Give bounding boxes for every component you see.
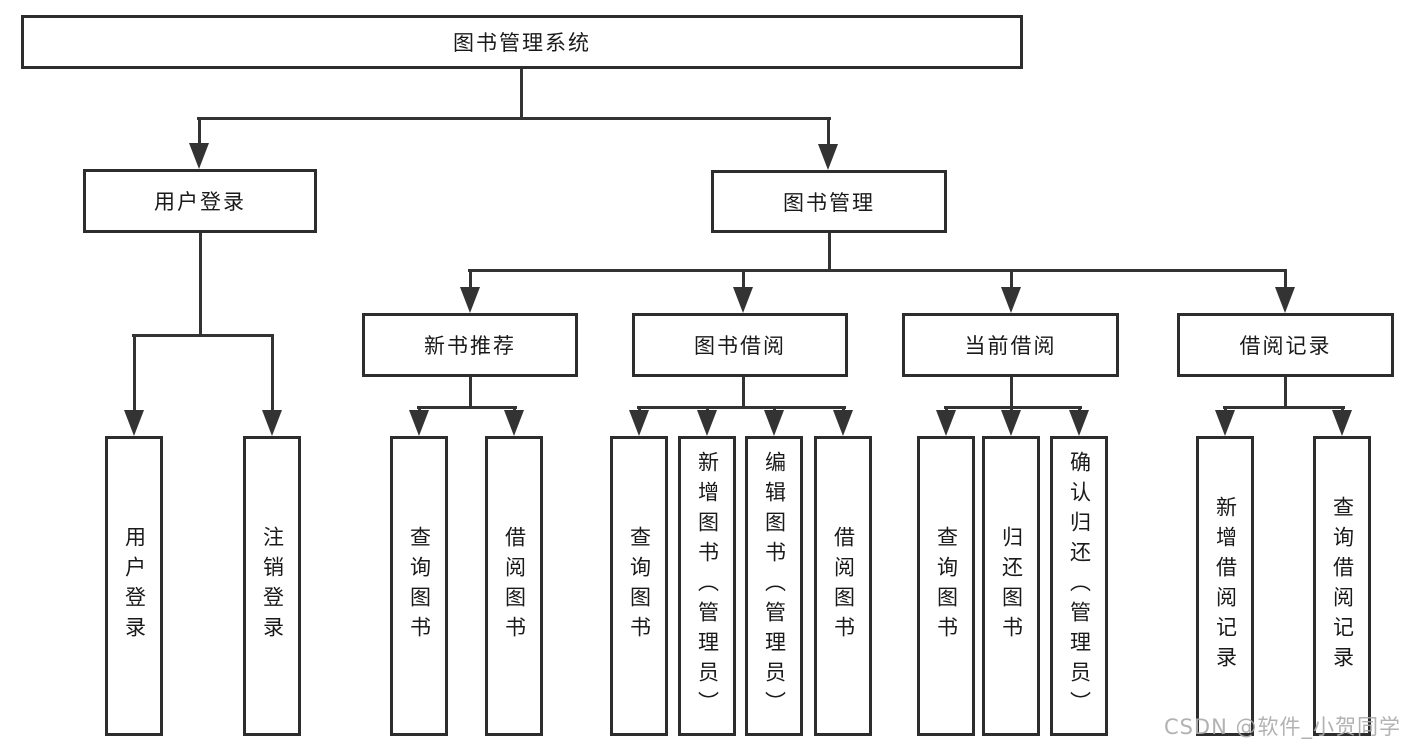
node-user-login: 用户登录 — [83, 169, 317, 233]
leaf-add-borrow-record: 新增借阅记录 — [1196, 436, 1254, 736]
connector-vertical — [742, 376, 745, 408]
leaf-add-book-admin: 新增图书（管理员） — [678, 436, 736, 736]
connector-vertical — [828, 232, 831, 271]
connector-vertical — [638, 406, 641, 412]
arrow-down-icon — [262, 410, 282, 436]
node-label: 借阅图书 — [831, 526, 856, 646]
connector-horizontal — [132, 334, 274, 337]
node-label: 当前借阅 — [964, 334, 1057, 358]
arrow-down-icon — [124, 410, 144, 436]
node-label: 新增图书（管理员） — [695, 451, 720, 721]
connector-horizontal — [1223, 406, 1345, 409]
node-label: 借阅图书 — [502, 526, 527, 646]
connector-vertical — [827, 117, 830, 145]
arrow-down-icon — [1069, 410, 1089, 436]
leaf-user-login: 用户登录 — [105, 436, 163, 736]
node-current-borrow: 当前借阅 — [902, 313, 1119, 377]
node-label: 查询借阅记录 — [1330, 496, 1355, 676]
leaf-query-books-newbook: 查询图书 — [390, 436, 448, 736]
leaf-edit-book-admin: 编辑图书（管理员） — [745, 436, 803, 736]
arrow-down-icon — [409, 410, 429, 436]
connector-vertical — [271, 334, 274, 410]
arrow-down-icon — [460, 287, 480, 313]
leaf-query-books-current: 查询图书 — [917, 436, 975, 736]
leaf-borrow-books-newbook: 借阅图书 — [485, 436, 543, 736]
connector-vertical — [469, 376, 472, 408]
connector-horizontal — [944, 406, 1082, 409]
arrow-down-icon — [818, 144, 838, 170]
connector-vertical — [1284, 376, 1287, 408]
connector-vertical — [773, 406, 776, 412]
node-root-system: 图书管理系统 — [21, 15, 1023, 69]
connector-horizontal — [637, 406, 846, 409]
node-label: 用户登录 — [122, 526, 147, 646]
arrow-down-icon — [1275, 287, 1295, 313]
connector-vertical — [1284, 269, 1287, 287]
node-book-borrow: 图书借阅 — [632, 313, 848, 377]
node-borrow-records: 借阅记录 — [1177, 313, 1394, 377]
node-label: 借阅记录 — [1239, 334, 1332, 358]
node-label: 查询图书 — [407, 526, 432, 646]
arrow-down-icon — [1001, 287, 1021, 313]
arrow-down-icon — [764, 410, 784, 436]
connector-vertical — [199, 232, 202, 336]
connector-vertical — [1224, 406, 1227, 412]
connector-vertical — [842, 406, 845, 412]
arrow-down-icon — [733, 287, 753, 313]
node-label: 查询图书 — [934, 526, 959, 646]
arrow-down-icon — [1001, 410, 1021, 436]
node-label: 查询图书 — [627, 526, 652, 646]
connector-vertical — [1078, 406, 1081, 412]
connector-vertical — [418, 406, 421, 412]
connector-vertical — [1010, 269, 1013, 287]
connector-vertical — [1341, 406, 1344, 412]
node-label: 编辑图书（管理员） — [762, 451, 787, 721]
connector-vertical — [706, 406, 709, 412]
connector-horizontal — [197, 117, 831, 120]
arrow-down-icon — [504, 410, 524, 436]
arrow-down-icon — [936, 410, 956, 436]
leaf-borrow-books-borrow: 借阅图书 — [814, 436, 872, 736]
leaf-confirm-return-admin: 确认归还（管理员） — [1050, 436, 1108, 736]
node-book-management: 图书管理 — [711, 170, 947, 233]
node-label: 图书管理 — [783, 190, 875, 215]
node-label: 注销登录 — [260, 526, 285, 646]
connector-horizontal — [417, 406, 517, 409]
node-label: 图书借阅 — [694, 334, 786, 358]
arrow-down-icon — [833, 410, 853, 436]
connector-vertical — [469, 269, 472, 287]
leaf-query-borrow-record: 查询借阅记录 — [1313, 436, 1371, 736]
node-label: 图书管理系统 — [453, 31, 591, 55]
connector-vertical — [198, 117, 201, 144]
connector-vertical — [945, 406, 948, 412]
arrow-down-icon — [189, 143, 209, 169]
connector-vertical — [742, 269, 745, 287]
connector-vertical — [513, 406, 516, 412]
arrow-down-icon — [697, 410, 717, 436]
node-new-book-recommend: 新书推荐 — [362, 313, 578, 377]
connector-horizontal — [468, 269, 1287, 272]
leaf-return-book: 归还图书 — [982, 436, 1040, 736]
node-label: 新增借阅记录 — [1213, 496, 1238, 676]
arrow-down-icon — [1215, 410, 1235, 436]
connector-vertical — [1010, 406, 1013, 412]
csdn-watermark: CSDN @软件_小贺同学 — [1163, 715, 1401, 739]
node-label: 用户登录 — [154, 190, 246, 214]
arrow-down-icon — [629, 410, 649, 436]
node-label: 新书推荐 — [424, 334, 516, 358]
connector-vertical — [1010, 376, 1013, 408]
leaf-query-books-borrow: 查询图书 — [610, 436, 668, 736]
connector-vertical — [133, 334, 136, 410]
node-label: 归还图书 — [999, 526, 1024, 646]
leaf-logout: 注销登录 — [243, 436, 301, 736]
node-label: 确认归还（管理员） — [1067, 451, 1092, 721]
arrow-down-icon — [1332, 410, 1352, 436]
connector-vertical — [520, 69, 523, 118]
